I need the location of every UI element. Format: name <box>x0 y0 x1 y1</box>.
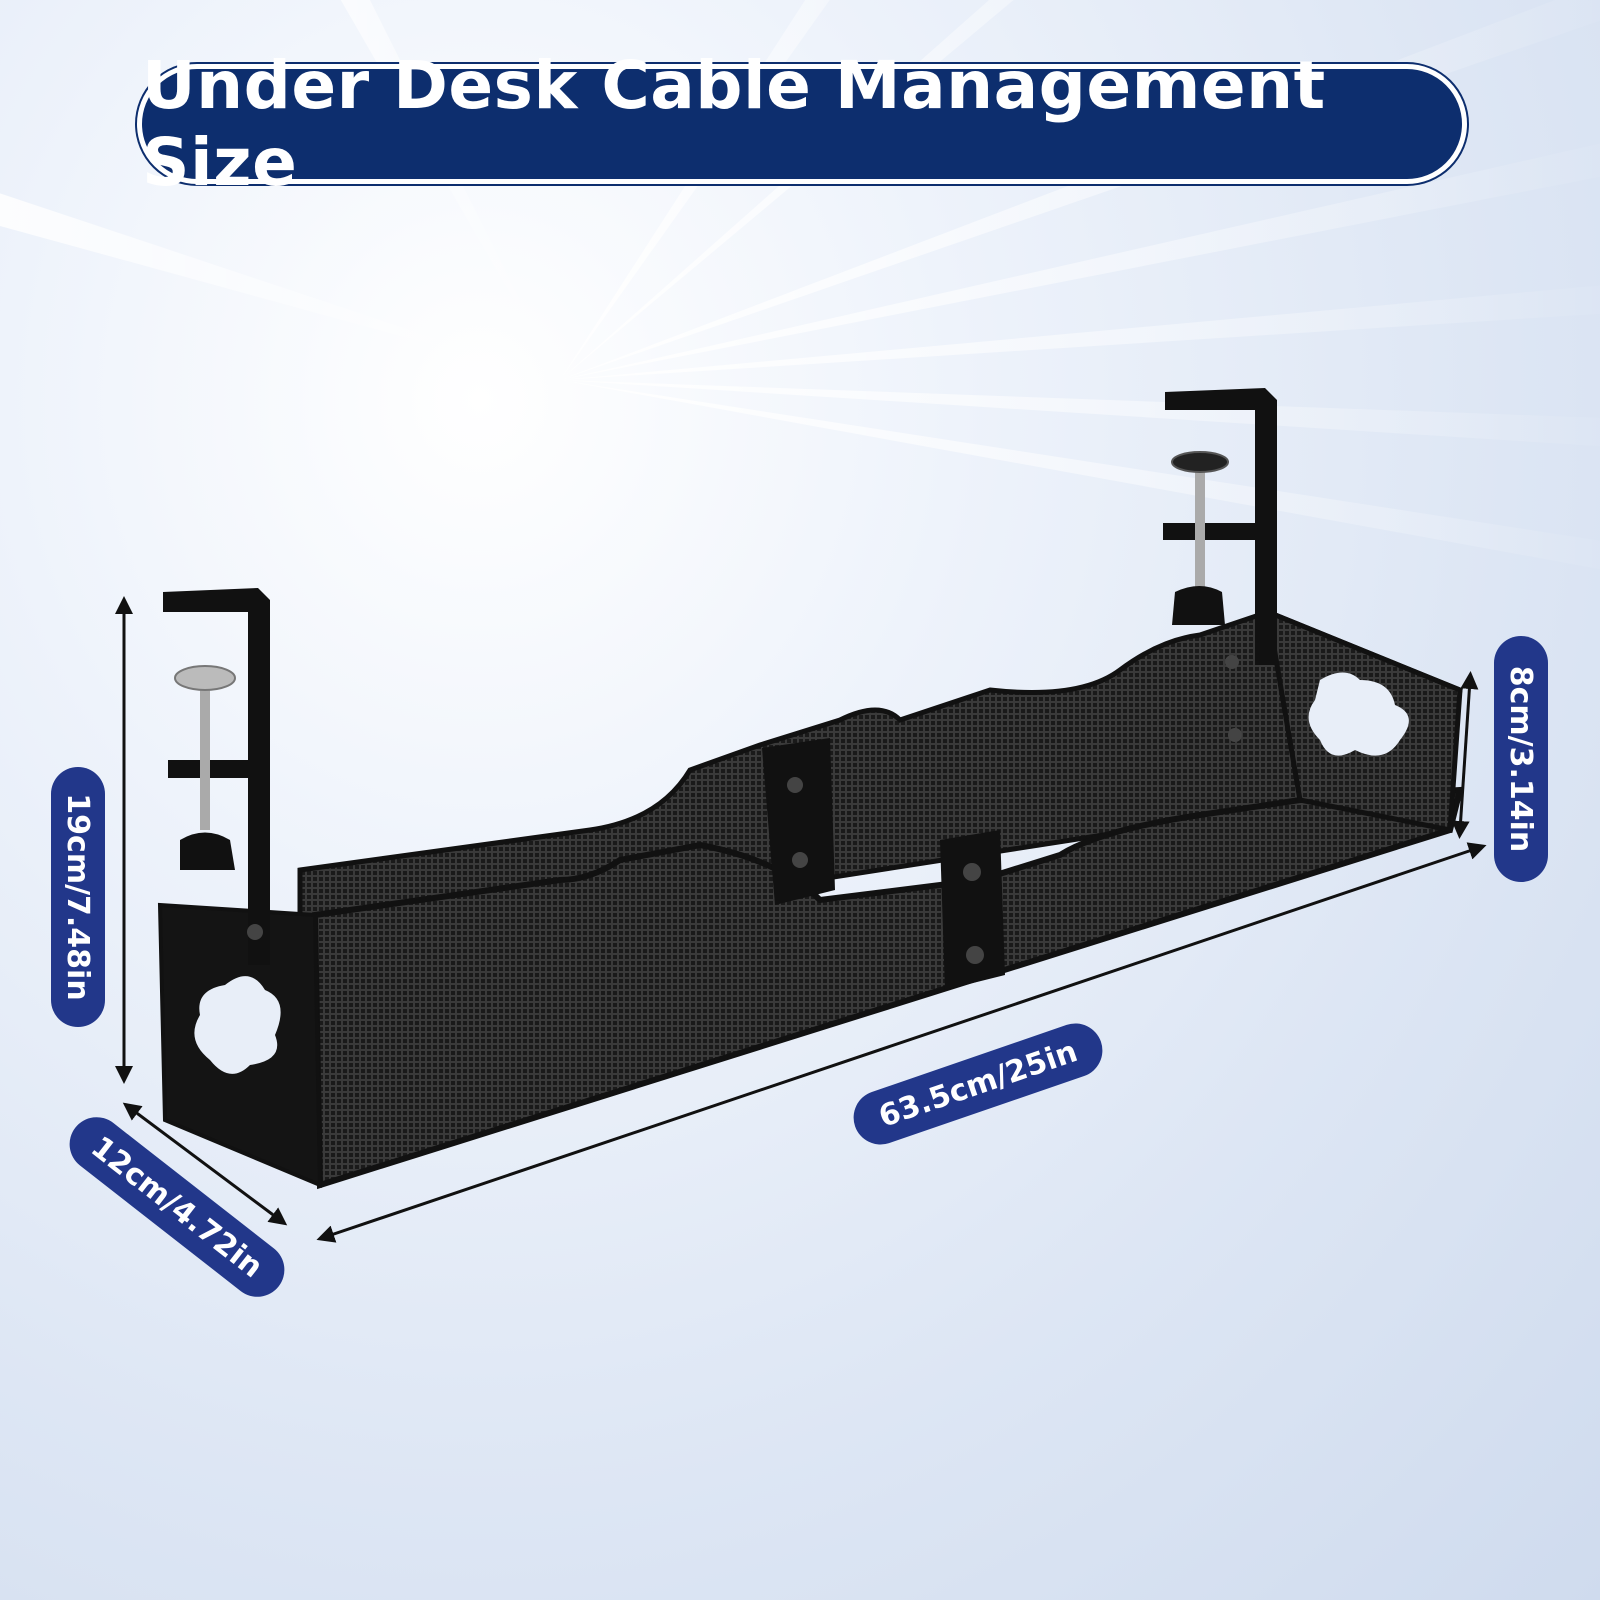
left-end-panel <box>157 902 323 1189</box>
right-end-panel <box>1264 607 1463 834</box>
title-banner: Under Desk Cable Management Size <box>137 47 1467 201</box>
page-title: Under Desk Cable Management Size <box>142 47 1326 201</box>
side-height-label: 8cm/3.14in <box>1494 636 1548 882</box>
dimension-arrows <box>115 596 1487 1243</box>
height-label: 19cm/7.48in <box>51 767 105 1027</box>
left-clamp <box>163 588 270 965</box>
right-clamp <box>1163 388 1277 665</box>
